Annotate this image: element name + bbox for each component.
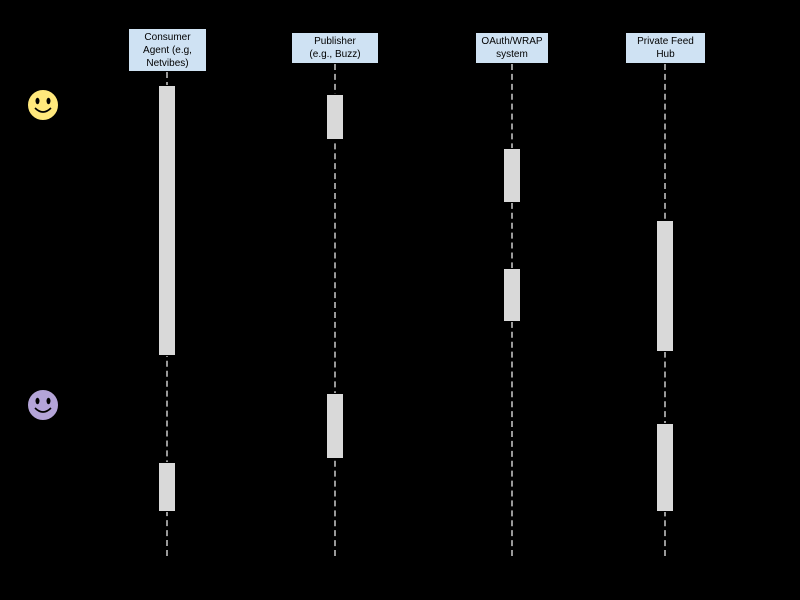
smiley-head: [27, 389, 59, 421]
participant-box-oauth-wrap-system: OAuth/WRAP system: [475, 32, 549, 64]
activation-bar-consumer-agent-2: [158, 462, 176, 512]
smiley-left-eye: [35, 97, 40, 105]
participant-label-line: system: [496, 49, 528, 60]
smiley-face-icon: [27, 389, 59, 421]
smiley-mouth: [34, 107, 52, 113]
activation-bar-publisher-1: [326, 94, 344, 140]
activation-bar-private-feed-hub-2: [656, 423, 674, 512]
participant-label-line: Hub: [656, 49, 675, 60]
participant-box-private-feed-hub: Private Feed Hub: [625, 32, 706, 64]
smiley-mouth: [34, 407, 52, 413]
lifeline-publisher: [334, 64, 336, 556]
actor-user-top: [26, 88, 60, 122]
participant-label-line: Netvibes): [146, 57, 189, 69]
activation-bar-oauth-wrap-1: [503, 148, 521, 203]
participant-label-line: (e.g., Buzz): [309, 49, 361, 60]
activation-bar-oauth-wrap-2: [503, 268, 521, 322]
activation-bar-publisher-2: [326, 393, 344, 459]
smiley-left-eye: [35, 397, 40, 405]
participant-box-publisher: Publisher (e.g., Buzz): [291, 32, 379, 64]
participant-label-line: OAuth/WRAP: [481, 36, 543, 47]
participant-box-consumer-agent: Consumer Agent (e.g, Netvibes): [128, 28, 207, 72]
smiley-face-icon: [27, 89, 59, 121]
participant-label-line: Agent (e.g,: [143, 44, 192, 56]
activation-bar-consumer-agent-1: [158, 85, 176, 356]
smiley-right-eye: [46, 397, 51, 405]
smiley-head: [27, 89, 59, 121]
participant-label-line: Consumer: [144, 31, 191, 43]
participant-label-line: Private Feed: [637, 36, 694, 47]
participant-label-line: Publisher: [314, 36, 356, 47]
actor-user-bottom: [26, 388, 60, 422]
smiley-right-eye: [46, 97, 51, 105]
activation-bar-private-feed-hub-1: [656, 220, 674, 352]
